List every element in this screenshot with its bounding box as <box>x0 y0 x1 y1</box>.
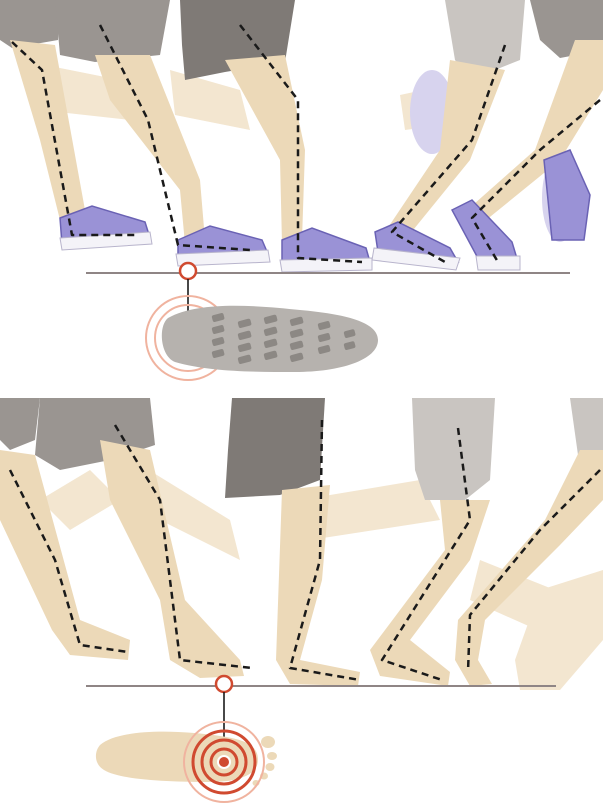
shorts <box>55 0 170 62</box>
leg <box>10 40 85 232</box>
sneakers <box>60 150 590 272</box>
sneaker <box>544 150 590 240</box>
sneaker <box>372 222 460 270</box>
impact-point-icon <box>216 676 232 692</box>
shorts <box>0 0 60 48</box>
shorts-group <box>0 0 603 80</box>
shorts <box>0 398 40 450</box>
leg <box>225 55 305 244</box>
impact-point-icon <box>180 263 196 279</box>
sneaker <box>280 228 372 272</box>
shorts <box>225 398 325 498</box>
sneaker <box>60 206 152 250</box>
panel-shod <box>0 0 603 380</box>
shoe-outsole-icon <box>162 306 378 372</box>
shorts <box>412 398 495 500</box>
shorts <box>570 398 603 455</box>
panel-barefoot <box>0 398 603 802</box>
